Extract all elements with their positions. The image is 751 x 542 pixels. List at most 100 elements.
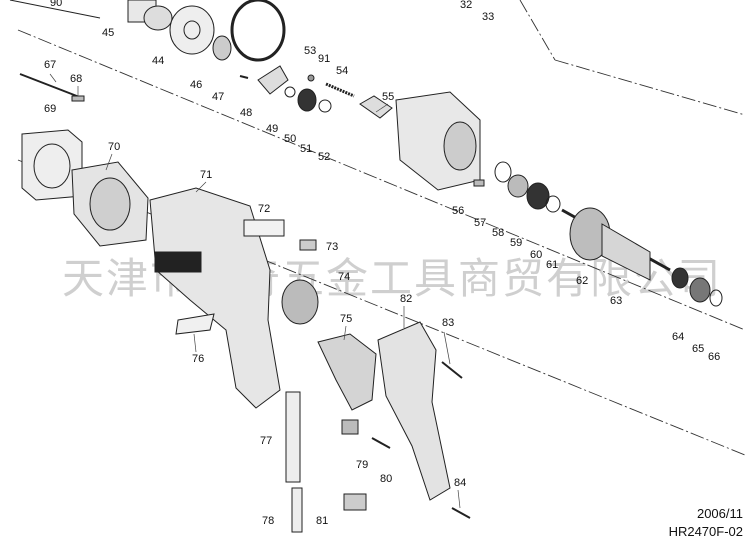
label-72: 72 <box>258 203 270 215</box>
part-46-housing <box>169 5 215 55</box>
label-69: 69 <box>44 103 56 115</box>
part-52-ring <box>318 99 332 113</box>
part-54-spring <box>325 82 355 98</box>
part-o-ring-large <box>230 0 286 62</box>
label-49: 49 <box>266 123 278 135</box>
boundary-line-topright <box>519 0 556 61</box>
bearing-group <box>239 65 393 119</box>
part-75-switch <box>317 333 377 411</box>
leader-lines <box>49 73 461 509</box>
label-80: 80 <box>380 473 392 485</box>
label-62: 62 <box>576 275 588 287</box>
part-47-gear <box>212 35 232 61</box>
label-91: 91 <box>318 53 330 65</box>
label-73: 73 <box>326 241 338 253</box>
boundary-line-lower <box>17 159 746 456</box>
label-81: 81 <box>316 515 328 527</box>
revision-date: 2006/11 <box>696 506 743 521</box>
label-70: 70 <box>108 141 120 153</box>
part-59-washer <box>507 174 529 198</box>
part-68-clip <box>71 95 85 102</box>
label-54: 54 <box>336 65 348 77</box>
label-45: 45 <box>102 27 114 39</box>
part-71-motor-housing <box>149 187 281 409</box>
label-59: 59 <box>510 237 522 249</box>
part-70-core <box>89 177 131 231</box>
part-65-bearing <box>689 277 711 303</box>
label-50: 50 <box>284 133 296 145</box>
part-82-handle <box>377 321 451 501</box>
label-71: 71 <box>200 169 212 181</box>
label-32: 32 <box>460 0 472 11</box>
label-33: 33 <box>482 11 494 23</box>
label-64: 64 <box>672 331 684 343</box>
part-84-screw <box>451 507 471 519</box>
label-53: 53 <box>304 45 316 57</box>
part-77-tube <box>285 391 301 483</box>
part-57-key <box>473 179 485 187</box>
part-48-screw <box>239 75 249 79</box>
label-83: 83 <box>442 317 454 329</box>
label-77: 77 <box>260 435 272 447</box>
field-group <box>19 73 149 247</box>
part-69-opening <box>33 143 71 189</box>
label-74: 74 <box>338 271 350 283</box>
part-72-label <box>243 219 285 237</box>
part-53-ball <box>307 74 315 82</box>
motor-housing-group <box>149 187 319 409</box>
part-51-bearing <box>297 88 317 112</box>
part-66-ring <box>709 289 723 307</box>
label-51: 51 <box>300 143 312 155</box>
part-55-lever <box>359 95 393 119</box>
gear-housing-group <box>395 91 723 307</box>
section-boundaries <box>17 0 746 456</box>
label-84: 84 <box>454 477 466 489</box>
part-62-armature <box>601 223 651 281</box>
model-code: HR2470F-02 <box>668 524 743 539</box>
label-78: 78 <box>262 515 274 527</box>
part-78-tube <box>291 487 303 533</box>
label-90: 90 <box>50 0 62 9</box>
label-76: 76 <box>192 353 204 365</box>
label-58: 58 <box>492 227 504 239</box>
label-60: 60 <box>530 249 542 261</box>
label-48: 48 <box>240 107 252 119</box>
label-61: 61 <box>546 259 558 271</box>
part-73-brush <box>299 239 317 251</box>
part-46-bore <box>183 20 201 40</box>
part-60-bearing <box>526 182 550 210</box>
label-57: 57 <box>474 217 486 229</box>
label-46: 46 <box>190 79 202 91</box>
part-labels: 90 45 44 46 47 32 33 67 68 69 70 53 91 5… <box>44 0 720 527</box>
boundary-line-upper <box>17 29 746 331</box>
part-44-gear <box>143 5 173 31</box>
part-71-badge <box>154 251 202 273</box>
label-55: 55 <box>382 91 394 103</box>
label-56: 56 <box>452 205 464 217</box>
label-47: 47 <box>212 91 224 103</box>
label-65: 65 <box>692 343 704 355</box>
label-82: 82 <box>400 293 412 305</box>
boundary-line-topright-2 <box>554 59 746 116</box>
part-80-screw <box>371 437 391 449</box>
label-66: 66 <box>708 351 720 363</box>
part-50-washer <box>284 86 296 98</box>
label-67: 67 <box>44 59 56 71</box>
part-74-brush-holder <box>281 279 319 325</box>
part-61-ring <box>545 195 561 213</box>
top-assembly <box>9 0 286 62</box>
part-67-rod <box>19 73 83 99</box>
part-79-button <box>341 419 359 435</box>
part-83-screw <box>441 361 463 379</box>
label-75: 75 <box>340 313 352 325</box>
part-64-bearing <box>671 267 689 289</box>
part-81-clip <box>343 493 367 511</box>
label-63: 63 <box>610 295 622 307</box>
part-49-plate <box>257 65 289 95</box>
part-58-ring <box>494 161 512 183</box>
part-76-cover <box>175 313 215 335</box>
label-79: 79 <box>356 459 368 471</box>
handle-group <box>285 321 471 533</box>
